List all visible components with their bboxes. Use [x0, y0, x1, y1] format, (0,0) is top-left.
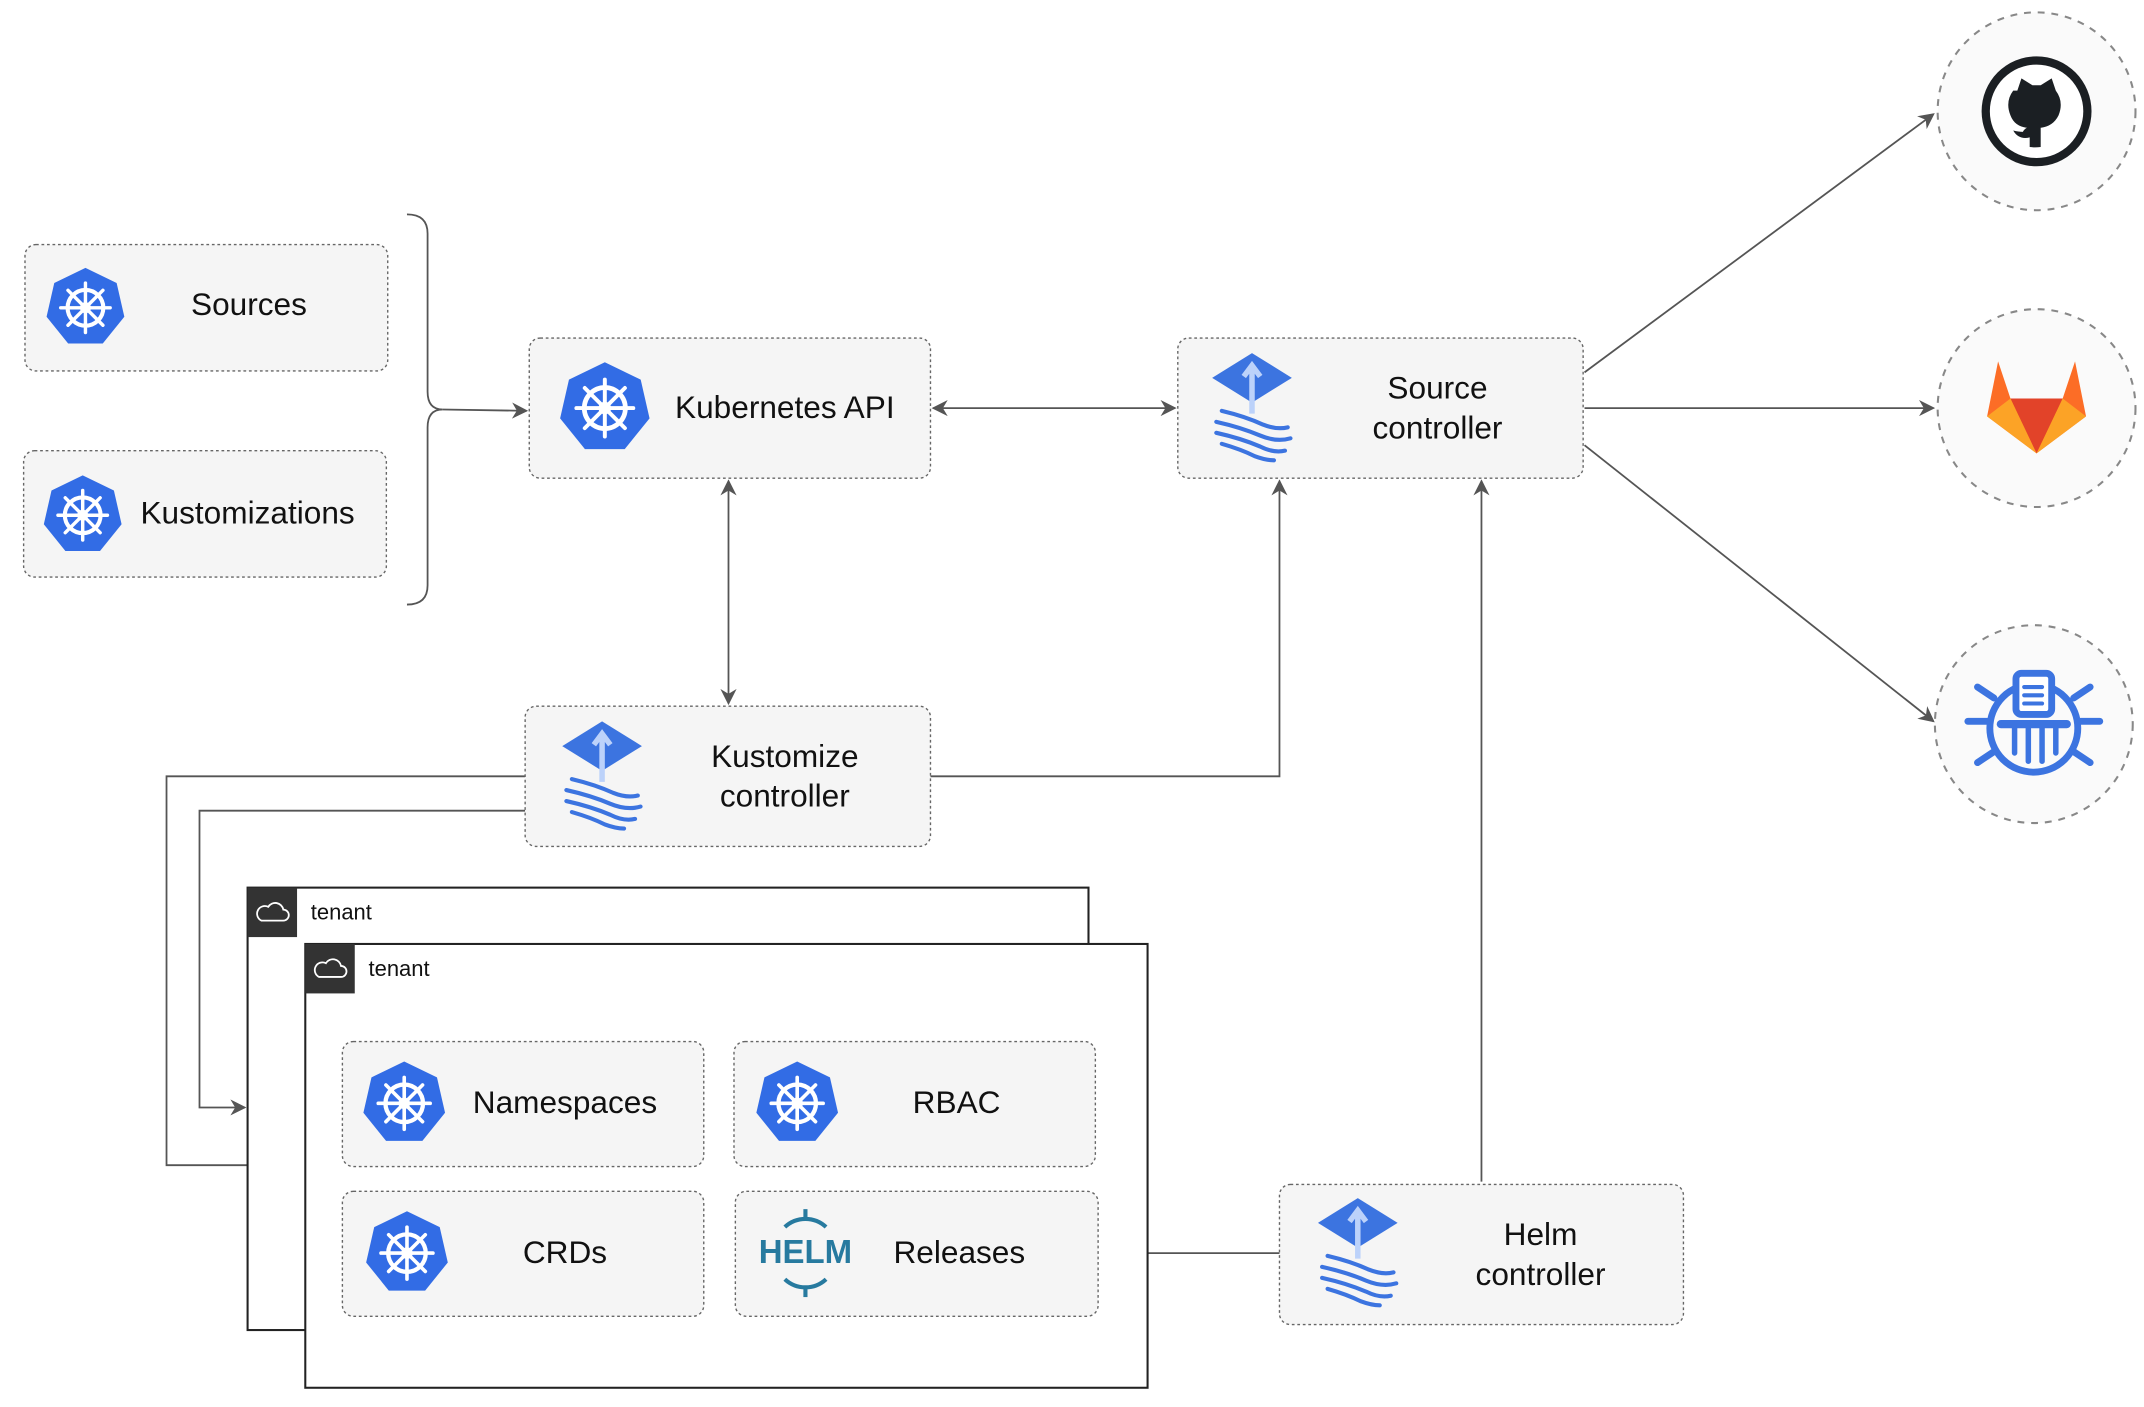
- sources-label: Sources: [191, 286, 307, 322]
- bucket-source[interactable]: [1933, 624, 2134, 825]
- github-source[interactable]: [1936, 11, 2137, 212]
- source-controller-label: Source: [1387, 370, 1487, 406]
- tenant-label: tenant: [369, 956, 430, 981]
- crds-label: CRDs: [523, 1234, 607, 1270]
- arrow-crds-to-api: [442, 402, 529, 419]
- releases-label: Releases: [893, 1234, 1025, 1270]
- kustomize-controller-label: controller: [720, 778, 850, 814]
- helm-controller-label: controller: [1476, 1256, 1606, 1292]
- arrow-kustomize-tenant-front: [165, 775, 526, 1174]
- cloud-icon: [313, 958, 348, 978]
- arrow-kustomize-source: [930, 479, 1288, 778]
- releases-node[interactable]: HELM Releases: [734, 1190, 1099, 1318]
- helm-icon: HELM: [759, 1209, 852, 1298]
- gitlab-icon: [1987, 361, 2087, 454]
- helm-controller-node[interactable]: Helm controller: [1278, 1183, 1685, 1326]
- kustomizations-label: Kustomizations: [140, 495, 354, 531]
- gitlab-source[interactable]: [1936, 308, 2137, 509]
- arrow-source-github: [1583, 113, 1935, 374]
- rbac-node[interactable]: RBAC: [733, 1040, 1097, 1168]
- rbac-label: RBAC: [913, 1084, 1001, 1120]
- github-icon: [1981, 56, 2092, 167]
- arrow-source-bucket: [1583, 444, 1935, 723]
- crds-node[interactable]: CRDs: [341, 1190, 705, 1318]
- sources-node[interactable]: Sources: [24, 243, 389, 372]
- cloud-icon: [256, 902, 290, 922]
- kubernetes-api-node[interactable]: Kubernetes API: [528, 337, 932, 479]
- tenant-label: tenant: [311, 900, 372, 925]
- helm-controller-label: Helm: [1504, 1216, 1578, 1252]
- bucket-icon: [1964, 669, 2104, 776]
- source-controller-node[interactable]: Source controller: [1177, 337, 1584, 479]
- kustomize-controller-label: Kustomize: [711, 738, 858, 774]
- namespaces-label: Namespaces: [473, 1084, 657, 1120]
- svg-text:HELM: HELM: [759, 1233, 852, 1270]
- group-brace: [406, 213, 443, 606]
- kustomizations-node[interactable]: Kustomizations: [22, 449, 388, 578]
- arrow-kustomize-tenant-back: [198, 809, 526, 1116]
- source-controller-label: controller: [1373, 409, 1503, 445]
- kustomize-controller-node[interactable]: Kustomize controller: [524, 705, 932, 848]
- namespaces-node[interactable]: Namespaces: [341, 1040, 705, 1168]
- kubernetes-api-label: Kubernetes API: [675, 389, 895, 425]
